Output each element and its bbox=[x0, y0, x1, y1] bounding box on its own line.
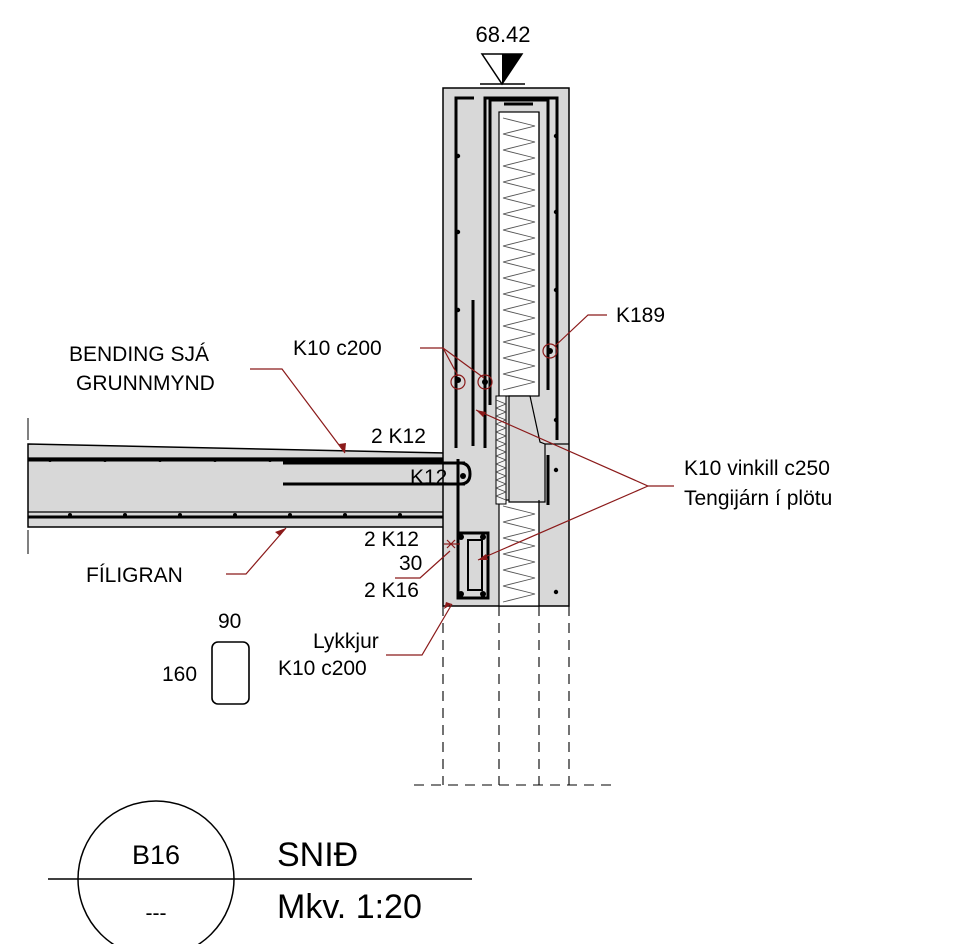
stirrup-shape bbox=[211, 641, 250, 705]
title-block: B16 --- SNIÐ Mkv. 1:20 bbox=[48, 800, 472, 944]
label-k10-c200: K10 c200 bbox=[293, 337, 382, 360]
scale-label: Mkv. 1:20 bbox=[277, 888, 422, 926]
leaders bbox=[226, 314, 674, 656]
insulation-pattern-lower bbox=[502, 505, 536, 603]
label-k10-vinkill-2: Tengijárn í plötu bbox=[684, 487, 832, 510]
label-filigran: FÍLIGRAN bbox=[86, 564, 183, 587]
insulation-pattern-upper bbox=[502, 117, 536, 391]
label-2k12-bottom: 2 K12 bbox=[364, 528, 419, 551]
label-stirrup-height: 160 bbox=[162, 663, 197, 686]
section-title: SNIÐ bbox=[277, 836, 358, 874]
label-bending-2: GRUNNMYND bbox=[76, 372, 215, 395]
insulation-upper bbox=[498, 111, 540, 397]
label-2k12-top: 2 K12 bbox=[371, 425, 426, 448]
label-bending-1: BENDING SJÁ bbox=[69, 343, 209, 366]
label-30: 30 bbox=[399, 552, 422, 575]
label-lykkjur-1: Lykkjur bbox=[313, 630, 379, 653]
label-k10-vinkill-1: K10 vinkill c250 bbox=[684, 457, 830, 480]
label-k189: K189 bbox=[616, 304, 665, 327]
annotations: BENDING SJÁ GRUNNMYND K10 c200 K189 2 K1… bbox=[69, 304, 832, 686]
k12-bar-bend bbox=[405, 461, 472, 486]
label-2k16: 2 K16 bbox=[364, 579, 419, 602]
sheet-ref: --- bbox=[146, 902, 167, 925]
label-k12: K12 bbox=[410, 466, 447, 489]
elevation-label: 68.42 bbox=[475, 22, 530, 47]
leader-arrows bbox=[275, 410, 488, 609]
wall-rebar bbox=[283, 96, 559, 600]
rebar-dots bbox=[48, 133, 559, 597]
label-lykkjur-2: K10 c200 bbox=[278, 657, 367, 680]
label-stirrup-width: 90 bbox=[218, 610, 241, 633]
elevation-marker: 68.42 bbox=[475, 22, 531, 86]
section-id: B16 bbox=[132, 840, 180, 870]
foundation-dashed bbox=[414, 606, 612, 786]
